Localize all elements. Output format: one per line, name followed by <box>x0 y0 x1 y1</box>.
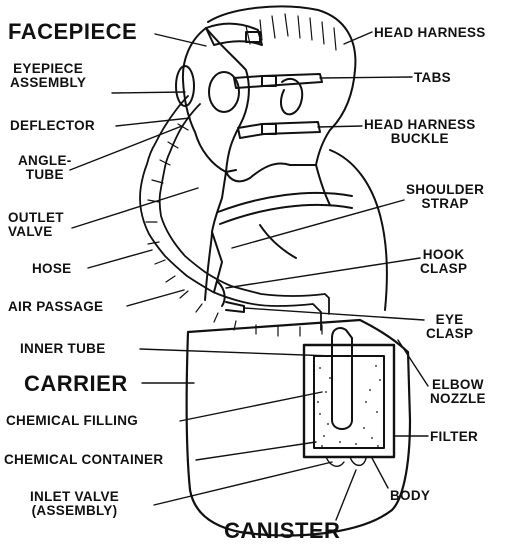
leader-shoulder-strap <box>232 200 404 248</box>
label-outlet-valve: OUTLET VALVE <box>8 211 64 239</box>
eye-clasp-shape <box>226 302 244 312</box>
label-eyepiece-assembly: EYEPIECE ASSEMBLY <box>10 62 86 90</box>
label-shoulder-strap: SHOULDER STRAP <box>406 183 484 211</box>
facepiece-edge <box>206 28 249 172</box>
label-deflector: DEFLECTOR <box>10 119 95 133</box>
label-hook-clasp: HOOK CLASP <box>420 248 467 276</box>
leader-air-passage <box>127 290 184 306</box>
neck-collar <box>212 165 330 232</box>
label-inner-tube: INNER TUBE <box>20 342 106 356</box>
inner-tube-shape <box>332 328 352 429</box>
shoulder-strap-band <box>218 193 352 224</box>
leader-lines <box>70 32 428 520</box>
label-angle-tube: ANGLE- TUBE <box>18 154 72 182</box>
leader-chemical-container <box>196 442 316 460</box>
shoulder <box>330 150 387 310</box>
label-tabs: TABS <box>414 71 451 85</box>
label-body: BODY <box>390 489 430 503</box>
leader-eye-clasp <box>244 308 424 320</box>
hose-inner <box>160 104 329 314</box>
leader-canister <box>336 470 356 520</box>
label-carrier: CARRIER <box>24 372 128 395</box>
leader-chemical-filling <box>180 392 322 421</box>
leader-outlet-valve <box>72 188 198 228</box>
label-facepiece: FACEPIECE <box>8 20 137 43</box>
chemical-filling-dots <box>317 365 381 447</box>
leader-eyepiece <box>112 92 185 93</box>
label-canister: CANISTER <box>224 519 340 542</box>
label-inlet-valve: INLET VALVE (ASSEMBLY) <box>30 490 119 518</box>
label-eye-clasp: EYE CLASP <box>426 313 473 341</box>
label-head-harness: HEAD HARNESS <box>374 26 486 40</box>
leader-inlet-valve <box>154 462 332 505</box>
lapel <box>212 225 296 292</box>
tab <box>262 124 276 134</box>
label-hose: HOSE <box>32 262 71 276</box>
leader-hook-clasp <box>226 258 420 288</box>
label-air-passage: AIR PASSAGE <box>8 300 103 314</box>
canister-body <box>304 345 394 457</box>
leader-tabs <box>320 77 412 78</box>
chemical-container <box>314 356 384 448</box>
label-head-harness-buckle: HEAD HARNESS BUCKLE <box>364 118 476 146</box>
leader-hose <box>88 250 152 268</box>
harness-strap-middle <box>234 74 322 88</box>
label-filter: FILTER <box>430 430 478 444</box>
harness-strap-lower <box>238 122 320 138</box>
leader-elbow-nozzle <box>398 340 428 386</box>
label-chemical-container: CHEMICAL CONTAINER <box>4 453 163 467</box>
label-chemical-filling: CHEMICAL FILLING <box>6 414 138 428</box>
leader-body <box>372 458 388 488</box>
label-elbow-nozzle: ELBOW NOZZLE <box>430 378 486 406</box>
leader-head-harness-buckle <box>318 126 362 127</box>
